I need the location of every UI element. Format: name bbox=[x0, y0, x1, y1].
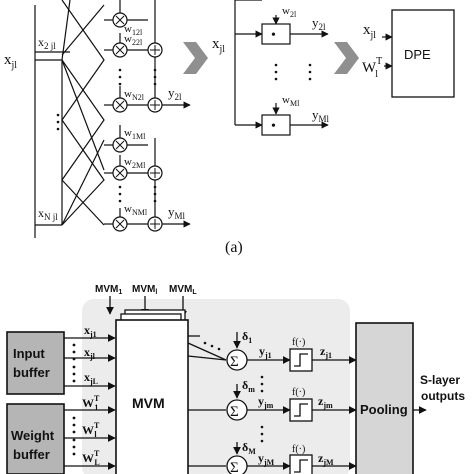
label-right-x: xjl bbox=[363, 22, 376, 41]
label-z-jm: zjm bbox=[318, 394, 333, 410]
input-buffer-label-2: buffer bbox=[13, 365, 50, 380]
weight-buffer-label-1: Weight bbox=[11, 428, 55, 443]
dot-op-2: • bbox=[271, 28, 276, 43]
dpe-block bbox=[391, 9, 455, 98]
label-delta-1: δ1 bbox=[242, 329, 252, 345]
label-z-jM: zjM bbox=[318, 451, 334, 467]
label-z-j1: zj1 bbox=[320, 344, 332, 360]
neuron-row-m: Σ δm yjm f(·) zjm bbox=[226, 378, 357, 422]
pooling-label: Pooling bbox=[360, 402, 408, 417]
sum-symbol-m: Σ bbox=[230, 404, 239, 420]
label-x-jl: xjl bbox=[4, 52, 17, 71]
activation-block-1 bbox=[289, 348, 313, 372]
weight-buffer bbox=[6, 403, 65, 474]
label-x-2jl: x2 jl bbox=[38, 35, 56, 51]
label-mid-x: xjl bbox=[212, 36, 225, 55]
label-w-22l: w22l bbox=[124, 33, 143, 47]
sum-symbol-M: Σ bbox=[230, 460, 239, 474]
pooling-block bbox=[355, 322, 414, 474]
label-x-j1: xj1 bbox=[84, 323, 97, 339]
label-delta-m: δm bbox=[242, 378, 255, 394]
label-mid-yM: yMl bbox=[312, 107, 330, 124]
multiplier-marks bbox=[115, 15, 160, 229]
caption-a: (a) bbox=[225, 239, 243, 256]
label-x-jl-bottom: xjl bbox=[84, 345, 96, 361]
dot-block-M bbox=[261, 114, 291, 136]
neuron-row-1: Σ δ1 yj1 f(·) zj1 bbox=[226, 329, 357, 372]
label-y-jm: yjm bbox=[258, 394, 274, 410]
dpe-label: DPE bbox=[404, 47, 431, 62]
label-mvm-1: MVM1 bbox=[95, 284, 122, 296]
mvm-block-label: MVM bbox=[132, 395, 165, 411]
output-label-2: outputs bbox=[421, 389, 465, 403]
weight-buffer-label-2: buffer bbox=[13, 447, 50, 462]
label-delta-M: δM bbox=[242, 440, 256, 456]
buffer-dots bbox=[72, 343, 76, 456]
crossbar-diagram bbox=[34, 0, 191, 238]
cross-line-b bbox=[61, 0, 105, 226]
panel-a: xjl x2 jl xN jl w12l w22l wN2l w1Ml w2Ml… bbox=[4, 0, 455, 238]
cross-line-d bbox=[61, 139, 105, 226]
cross-line-c bbox=[61, 4, 105, 56]
input-buffer-label-1: Input bbox=[13, 346, 45, 361]
dot-product-diagram bbox=[234, 0, 329, 136]
arrow-chevron-1 bbox=[183, 42, 208, 74]
label-mvm-l: MVMl bbox=[132, 284, 157, 296]
mvm-block bbox=[115, 319, 189, 474]
label-y-jM: yjM bbox=[258, 451, 275, 467]
neuron-row-M: Σ δM yjM f(·) zjM bbox=[226, 440, 357, 474]
label-w-2Ml: w2Ml bbox=[124, 156, 146, 170]
input-buffer bbox=[6, 331, 65, 395]
label-mvm-L: MVML bbox=[169, 284, 197, 296]
cross-line-a bbox=[61, 0, 105, 226]
label-mid-w2: w2l bbox=[282, 5, 297, 19]
sum-symbol-1: Σ bbox=[230, 354, 239, 370]
dots-mid bbox=[274, 63, 312, 81]
output-label-1: S-layer bbox=[420, 373, 460, 387]
label-w-1Ml: w1Ml bbox=[124, 127, 146, 141]
rows-dots-1 bbox=[260, 375, 264, 393]
label-mid-wM: wMl bbox=[282, 94, 300, 108]
activation-block-m bbox=[289, 398, 313, 422]
label-f-M: f(·) bbox=[292, 444, 305, 455]
label-w-NMl: wNMl bbox=[124, 203, 148, 217]
cross-line-e bbox=[61, 59, 105, 171]
arrow-chevron-2 bbox=[334, 42, 359, 74]
rows-dots-2 bbox=[260, 425, 264, 443]
label-f-m: f(·) bbox=[292, 387, 305, 398]
label-y-Ml: yMl bbox=[168, 204, 186, 221]
label-w-12l: w12l bbox=[124, 23, 143, 37]
dot-op-M: • bbox=[271, 119, 276, 134]
label-x-jL: xjL bbox=[84, 370, 98, 386]
dots-top-left bbox=[56, 68, 157, 203]
panel-b: MVM1 MVMl MVML Input buffer Weight buffe… bbox=[6, 284, 465, 474]
label-y-2l: y2l bbox=[168, 85, 182, 102]
label-mid-y2: y2l bbox=[312, 15, 326, 32]
label-x-Njl: xN jl bbox=[38, 206, 58, 222]
dot-block-2 bbox=[261, 23, 291, 45]
label-y-j1: yj1 bbox=[259, 344, 272, 360]
activation-block-M bbox=[289, 454, 313, 474]
label-w-N2l: wN2l bbox=[124, 88, 145, 102]
mvm-output-dots bbox=[203, 341, 221, 351]
label-f-1: f(·) bbox=[292, 337, 305, 348]
